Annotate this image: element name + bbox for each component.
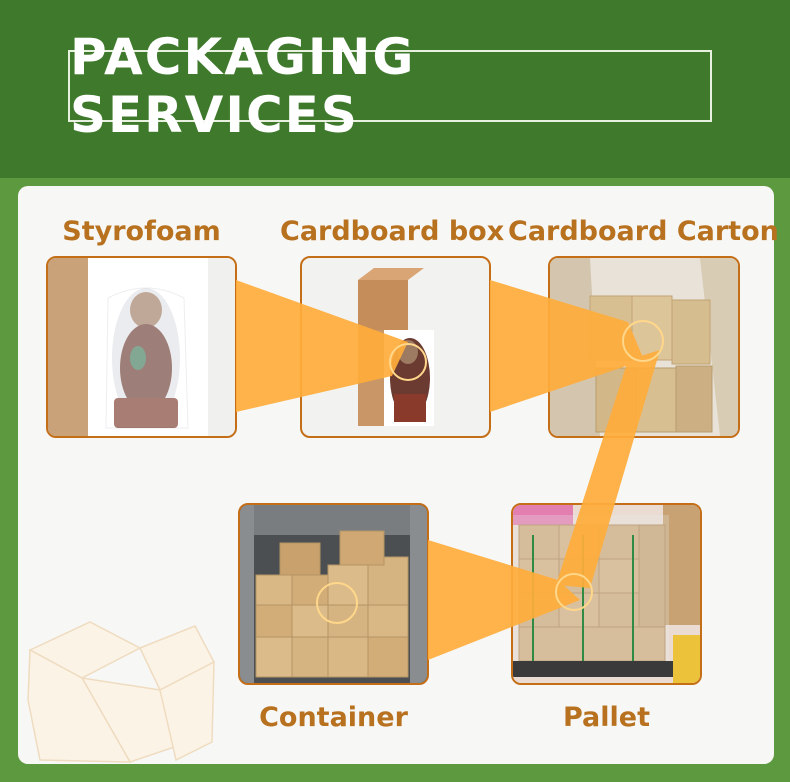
styrofoam-illustration: [48, 258, 235, 436]
pallet-illustration: [513, 505, 700, 683]
header-banner: PACKAGING SERVICES: [0, 0, 790, 178]
photo-cardboard-box: [300, 256, 491, 438]
cardboard-box-illustration: [358, 268, 434, 426]
photo-cardboard-carton: [548, 256, 740, 438]
step-label-cardboard-carton: Cardboard Carton: [508, 216, 779, 247]
step-label-pallet: Pallet: [562, 702, 650, 733]
step-label-cardboard-box: Cardboard box: [280, 216, 505, 247]
carton-illustration: [550, 258, 738, 436]
step-label-container: Container: [259, 702, 408, 733]
title-frame: PACKAGING SERVICES: [68, 28, 712, 144]
page-title: PACKAGING SERVICES: [70, 28, 416, 144]
photo-container: [238, 503, 429, 685]
container-illustration: [240, 505, 427, 683]
photo-styrofoam: [46, 256, 237, 438]
step-label-styrofoam: Styrofoam: [62, 216, 221, 247]
photo-pallet: [511, 503, 702, 685]
